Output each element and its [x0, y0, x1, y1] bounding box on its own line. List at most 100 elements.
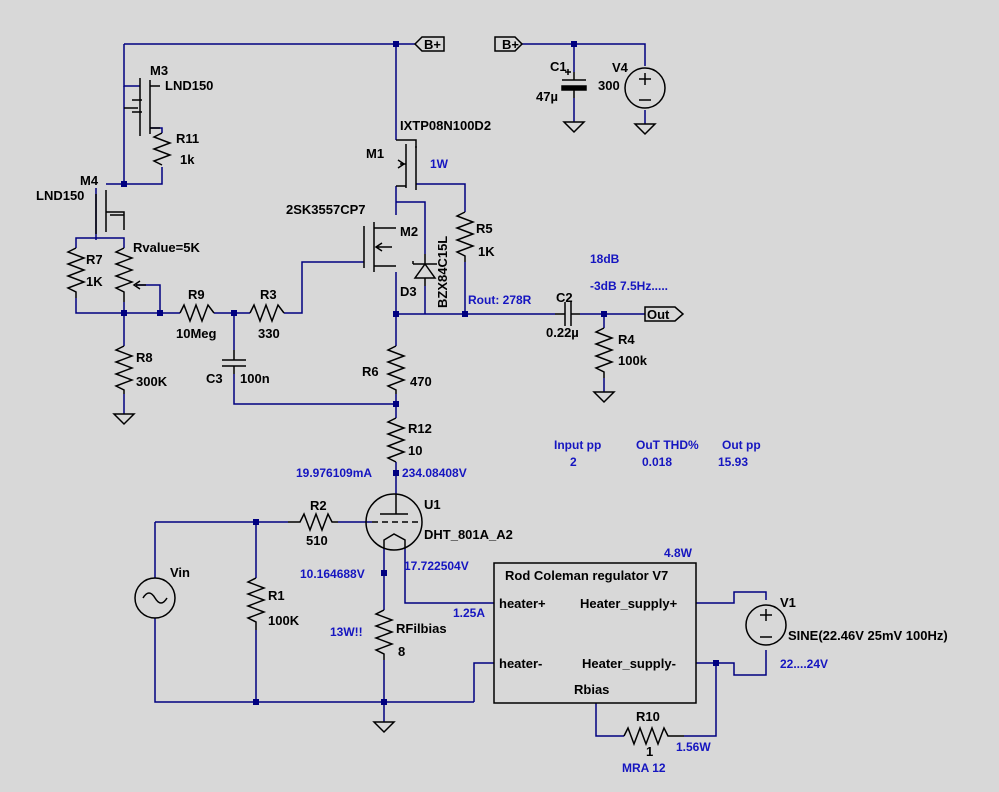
svg-text:10: 10 — [408, 443, 422, 458]
svg-text:B+: B+ — [424, 37, 441, 52]
svg-text:B+: B+ — [502, 37, 519, 52]
capacitor-c2: C2 0.22µ — [546, 290, 580, 340]
svg-text:Input pp: Input pp — [554, 438, 601, 452]
potentiometer: Rvalue=5K — [113, 240, 200, 302]
resistor-r4: R4 100k — [593, 327, 648, 378]
bandwidth-annotation: -3dB 7.5Hz..... — [590, 279, 668, 293]
svg-text:LND150: LND150 — [165, 78, 213, 93]
resistor-r7: R7 1K — [65, 247, 103, 298]
svg-text:100k: 100k — [618, 353, 648, 368]
svg-text:V4: V4 — [612, 60, 629, 75]
capacitor-c3: C3 100n — [206, 350, 270, 386]
svg-text:2: 2 — [570, 455, 577, 469]
mosfet-m3: M3 LND150 — [124, 63, 213, 136]
zener-d3: D3 BZX84C15L — [400, 236, 450, 308]
triode-u1: U1 DHT_801A_A2 — [365, 493, 513, 551]
svg-text:4.8W: 4.8W — [664, 546, 693, 560]
voltage-source-v4: V4 300 — [598, 60, 666, 109]
cathode-voltage-readout: 10.164688V — [300, 567, 365, 581]
resistor-r1: R1 100K — [245, 577, 300, 630]
svg-text:300K: 300K — [136, 374, 168, 389]
svg-text:R2: R2 — [310, 498, 327, 513]
heater-current-readout: 1.25A — [453, 606, 485, 620]
svg-text:Rod Coleman regulator V7: Rod Coleman regulator V7 — [505, 568, 668, 583]
svg-text:C2: C2 — [556, 290, 573, 305]
svg-text:Rbias: Rbias — [574, 682, 609, 697]
svg-text:R7: R7 — [86, 252, 103, 267]
measurement-table: Input pp 2 OuT THD% 0.018 Out pp 15.93 — [554, 438, 761, 469]
mosfet-m1: IXTP08N100D2 M1 1W — [366, 118, 491, 190]
rout-annotation: Rout: 278R — [468, 293, 532, 307]
voltage-source-v1: V1 SINE(22.46V 25mV 100Hz) 22....24V — [745, 595, 948, 671]
svg-text:1W: 1W — [430, 157, 449, 171]
resistor-r11: R11 1k — [151, 131, 199, 167]
svg-text:OuT THD%: OuT THD% — [636, 438, 699, 452]
svg-text:8: 8 — [398, 644, 405, 659]
net-flag-bplus-main: B+ — [413, 36, 445, 52]
svg-text:C3: C3 — [206, 371, 223, 386]
svg-text:heater-: heater- — [499, 656, 542, 671]
resistor-rfilbias: RFilbias 8 — [373, 609, 447, 660]
svg-text:510: 510 — [306, 533, 328, 548]
svg-text:Rvalue=5K: Rvalue=5K — [133, 240, 200, 255]
ground-symbols — [112, 121, 657, 734]
svg-text:V1: V1 — [780, 595, 796, 610]
gain-annotation: 18dB — [590, 252, 620, 266]
svg-text:R1: R1 — [268, 588, 285, 603]
svg-text:100n: 100n — [240, 371, 270, 386]
svg-text:D3: D3 — [400, 284, 417, 299]
svg-text:SINE(22.46V 25mV 100Hz): SINE(22.46V 25mV 100Hz) — [788, 628, 948, 643]
resistor-r3: R3 330 — [249, 287, 285, 341]
resistor-r10: R10 1 1.56W MRA 12 — [622, 709, 711, 775]
svg-text:100K: 100K — [268, 613, 300, 628]
resistor-r12: R12 10 — [385, 417, 432, 463]
voltage-source-vin: Vin — [134, 565, 190, 619]
svg-text:0.22µ: 0.22µ — [546, 325, 579, 340]
svg-text:Heater_supply+: Heater_supply+ — [580, 596, 678, 611]
svg-text:2SK3557CP7: 2SK3557CP7 — [286, 202, 366, 217]
svg-text:1K: 1K — [86, 274, 103, 289]
svg-text:15.93: 15.93 — [718, 455, 748, 469]
svg-text:DHT_801A_A2: DHT_801A_A2 — [424, 527, 513, 542]
svg-text:330: 330 — [258, 326, 280, 341]
svg-text:C1: C1 — [550, 59, 567, 74]
svg-text:Heater_supply-: Heater_supply- — [582, 656, 676, 671]
svg-text:1k: 1k — [180, 152, 195, 167]
regulator-block: Rod Coleman regulator V7 heater+ heater-… — [493, 546, 697, 704]
junction-dots — [121, 41, 719, 705]
svg-text:R11: R11 — [176, 131, 199, 146]
svg-text:Out pp: Out pp — [722, 438, 761, 452]
net-flag-bplus-supply: B+ — [494, 36, 524, 52]
svg-text:RFilbias: RFilbias — [396, 621, 447, 636]
plate-voltage-readout: 234.08408V — [402, 466, 467, 480]
svg-text:M4: M4 — [80, 173, 99, 188]
svg-text:R3: R3 — [260, 287, 277, 302]
svg-text:R8: R8 — [136, 350, 153, 365]
svg-text:R12: R12 — [408, 421, 432, 436]
svg-text:M2: M2 — [400, 224, 418, 239]
svg-text:R5: R5 — [476, 221, 493, 236]
svg-text:BZX84C15L: BZX84C15L — [435, 236, 450, 308]
svg-text:47µ: 47µ — [536, 89, 558, 104]
svg-text:1.56W: 1.56W — [676, 740, 711, 754]
svg-text:Out: Out — [647, 307, 670, 322]
mosfet-m2: 2SK3557CP7 M2 — [286, 202, 418, 272]
svg-text:IXTP08N100D2: IXTP08N100D2 — [400, 118, 491, 133]
svg-text:300: 300 — [598, 78, 620, 93]
svg-text:10Meg: 10Meg — [176, 326, 217, 341]
filament-voltage-readout: 17.722504V — [404, 559, 469, 573]
svg-text:R4: R4 — [618, 332, 635, 347]
plate-current-readout: 19.976109mA — [296, 466, 372, 480]
svg-text:Vin: Vin — [170, 565, 190, 580]
rfil-power-readout: 13W!! — [330, 625, 363, 639]
svg-text:M3: M3 — [150, 63, 168, 78]
svg-text:470: 470 — [410, 374, 432, 389]
svg-text:0.018: 0.018 — [642, 455, 672, 469]
net-flag-out: Out — [644, 306, 685, 322]
resistor-r9: R9 10Meg — [176, 287, 217, 341]
svg-text:1: 1 — [646, 744, 653, 759]
resistor-r2: R2 510 — [288, 498, 338, 548]
svg-text:MRA 12: MRA 12 — [622, 761, 666, 775]
svg-text:R10: R10 — [636, 709, 660, 724]
